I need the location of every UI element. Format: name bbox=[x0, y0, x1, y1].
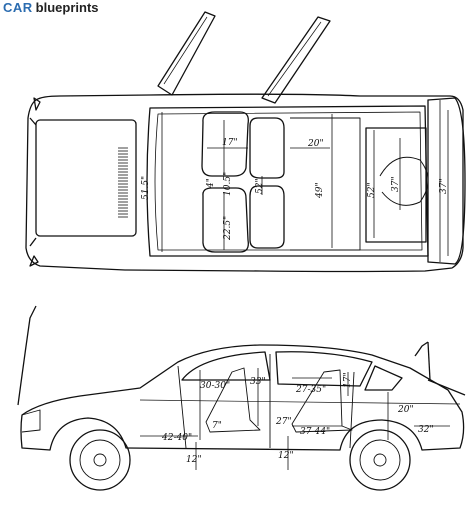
brand-logo: CAR blueprints bbox=[3, 0, 99, 16]
tail-section bbox=[427, 97, 466, 265]
label-b-pillar: 33" bbox=[250, 377, 266, 387]
side-seats bbox=[205, 367, 353, 433]
label-front-legroom-side: 42-40" bbox=[161, 433, 192, 443]
rear-seat bbox=[290, 117, 361, 251]
label-trunk-width: 52" bbox=[367, 182, 377, 198]
open-rear-door bbox=[261, 16, 331, 104]
label-boot-length: 32" bbox=[418, 425, 434, 435]
label-rear-legroom: 37-44" bbox=[300, 427, 330, 437]
brand-logo-car: CAR bbox=[3, 0, 33, 15]
label-seat-height: 52" bbox=[255, 178, 265, 194]
front-seats bbox=[201, 111, 285, 253]
top-body-outline bbox=[25, 93, 464, 273]
label-rear-seat-width: 20" bbox=[307, 139, 324, 149]
cabin-outline bbox=[146, 105, 429, 257]
hood-panel bbox=[35, 119, 137, 237]
top-dimension-lines bbox=[161, 110, 449, 256]
open-hatch-line bbox=[414, 341, 429, 357]
hood-vents bbox=[118, 147, 128, 218]
label-interior-width: 51.5" bbox=[141, 176, 151, 200]
open-front-door bbox=[157, 11, 216, 96]
label-trunk-depth: 37" bbox=[391, 176, 401, 192]
label-seat-depth-a: 4" bbox=[206, 178, 216, 189]
rear-wheel bbox=[349, 429, 411, 491]
label-front-headroom: 30-30" bbox=[200, 381, 230, 391]
label-front-floor: 12" bbox=[186, 455, 202, 465]
top-view-labels: 17" 51.5" 4" 10.5" 22.5" 52" 20" 49" 52"… bbox=[141, 138, 449, 241]
label-front-seat-width: 17" bbox=[222, 138, 238, 148]
open-hood-line bbox=[17, 305, 37, 406]
side-window-quarter bbox=[364, 365, 403, 391]
label-rear-floor: 12" bbox=[278, 451, 294, 461]
side-view bbox=[17, 305, 466, 491]
side-window-front bbox=[181, 351, 271, 381]
label-rear-length: 17" bbox=[343, 372, 353, 388]
label-seat-depth-b: 10.5" bbox=[223, 172, 233, 196]
side-view-labels: 30-30" 33" 27-35" 20" 42-40" 7" 12" 37-4… bbox=[161, 372, 434, 465]
label-front-legroom: 22.5" bbox=[223, 216, 233, 241]
front-wheel bbox=[69, 429, 131, 491]
side-dimension-lines bbox=[140, 368, 450, 470]
top-view bbox=[25, 11, 466, 273]
label-rear-track: 37" bbox=[439, 178, 449, 194]
side-body-outline bbox=[20, 344, 465, 451]
label-trunk-height: 20" bbox=[397, 405, 414, 415]
label-rear-width: 49" bbox=[315, 182, 325, 199]
side-window-rear bbox=[275, 351, 373, 387]
brand-logo-blueprints: blueprints bbox=[35, 0, 99, 15]
label-rear-seat: 27" bbox=[275, 417, 292, 427]
label-front-seat: 7" bbox=[212, 421, 222, 431]
label-rear-headroom: 27-35" bbox=[295, 385, 326, 395]
